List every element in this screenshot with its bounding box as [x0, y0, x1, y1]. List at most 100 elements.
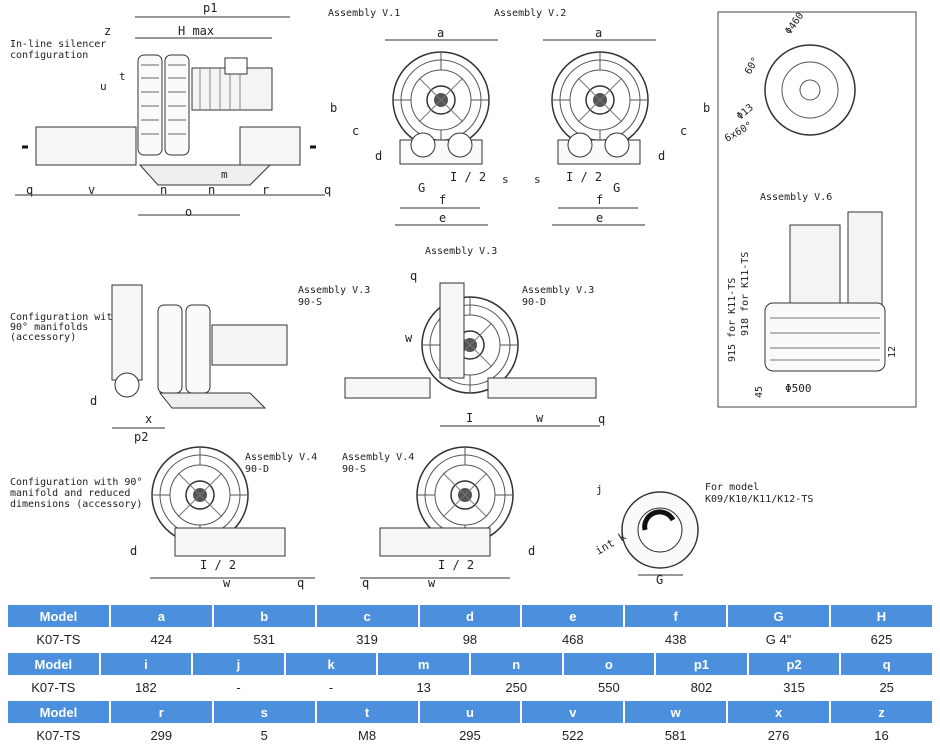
dim-6x60: 6x60° — [723, 120, 755, 145]
table-header-cell: m — [378, 653, 469, 675]
assembly-v2: Assembly V.2 a b c d s I / 2 G f e — [494, 8, 710, 226]
dim-d-v4d: d — [130, 544, 137, 558]
table-value-cell: 295 — [419, 723, 521, 747]
table-header-cell: u — [419, 701, 521, 723]
dim-w-v4s: w — [428, 576, 436, 590]
asm-v3-d: Assembly V.3 — [522, 285, 594, 296]
dim-p1: p1 — [203, 1, 217, 15]
dim-hmax: H max — [178, 24, 214, 38]
asm-v3-s90: 90-S — [298, 297, 322, 308]
table-value-cell: 802 — [656, 675, 747, 699]
flange-for-model: For model — [705, 482, 759, 493]
table-value-cell: 581 — [625, 723, 727, 747]
dim-s-v2: s — [534, 173, 541, 186]
dim-s-v1: s — [502, 173, 509, 186]
table-value-cell: 319 — [316, 627, 418, 651]
table-header-cell: H — [831, 605, 932, 627]
dim-q-right: q — [324, 183, 331, 197]
table-header-cell: i — [100, 653, 192, 675]
table-header-cell: p2 — [748, 653, 840, 675]
table-header-cell: z — [831, 701, 932, 723]
dim-918: 918 for K11-TS — [740, 252, 751, 336]
asm-v3-s: Assembly V.3 — [298, 285, 370, 296]
dim-I-v3: I — [466, 411, 473, 425]
dim-intk: int k — [593, 530, 629, 558]
cfg90-line1: Configuration with 90° — [10, 477, 142, 488]
dim-G-flange: G — [656, 573, 663, 587]
table-header-cell: j — [193, 653, 284, 675]
table-value-cell: 299 — [110, 723, 212, 747]
dim-f-v2: f — [596, 193, 603, 207]
table-value-cell: 522 — [522, 723, 624, 747]
dim-d-v2: d — [658, 149, 665, 163]
dim-w-v3-h: w — [536, 411, 544, 425]
dim-t: t — [119, 70, 126, 83]
cfg2-line2: 90° manifolds — [10, 322, 88, 333]
dim-u: u — [100, 80, 107, 93]
table-header-cell: Model — [8, 701, 109, 723]
dim-e-v1: e — [439, 211, 446, 225]
dim-915: 915 for K11-TS — [727, 278, 738, 362]
table-header-cell: w — [625, 701, 727, 723]
table-value-cell: - — [285, 675, 377, 699]
asm-v4-d90: 90-D — [245, 464, 269, 475]
table-value-cell: M8 — [316, 723, 418, 747]
cfg90-line2: manifold and reduced — [10, 488, 130, 499]
table-header-cell: k — [285, 653, 377, 675]
dim-o: o — [185, 205, 192, 219]
dim-f-v1: f — [439, 193, 446, 207]
dim-p2: p2 — [134, 430, 148, 444]
flange-models: K09/K10/K11/K12-TS — [705, 494, 813, 505]
dim-e-v2: e — [596, 211, 603, 225]
dim-n1: n — [160, 183, 167, 197]
table-value-cell: 5 — [213, 723, 315, 747]
table-header-cell: e — [522, 605, 624, 627]
inline-title: In-line silencer — [10, 39, 106, 50]
asm-v1-label: Assembly V.1 — [328, 8, 400, 19]
dim-I2-v4s: I / 2 — [438, 558, 474, 572]
table-value-cell: 16 — [831, 723, 932, 747]
asm-v3-top: Assembly V.3 — [425, 246, 497, 257]
dim-q-v4s: q — [362, 576, 369, 590]
table-header-cell: b — [213, 605, 315, 627]
table-header-cell: v — [522, 701, 624, 723]
flange-detail: j int k G For model K09/K10/K11/K12-TS — [593, 482, 813, 587]
cfg90-line3: dimensions (accessory) — [10, 499, 142, 510]
table-header-cell: G — [728, 605, 829, 627]
table-header-cell: a — [110, 605, 212, 627]
dim-q-v3: q — [410, 269, 417, 283]
dim-x: x — [145, 412, 152, 426]
manifold-config-view: Configuration with 2 90° manifolds (acce… — [10, 284, 288, 444]
asm-v2-label: Assembly V.2 — [494, 8, 566, 19]
table-header-cell: p1 — [656, 653, 747, 675]
table-value-cell: 550 — [563, 675, 655, 699]
dim-60deg: 60° — [743, 55, 762, 76]
dim-c-v2: c — [680, 124, 687, 138]
dim-r: r — [262, 183, 269, 197]
table-header-cell: n — [470, 653, 562, 675]
dim-I2-v4d: I / 2 — [200, 558, 236, 572]
table-header-cell: q — [841, 653, 932, 675]
table-header-cell: t — [316, 701, 418, 723]
table-header-cell: s — [213, 701, 315, 723]
table-header-cell: Model — [8, 605, 109, 627]
dim-w-v4d: w — [223, 576, 231, 590]
dim-z: z — [104, 24, 111, 38]
table-value-cell: 98 — [419, 627, 521, 651]
dim-dia460: Φ460 — [783, 11, 806, 37]
dim-I2-v2: I / 2 — [566, 170, 602, 184]
inline-title-2: configuration — [10, 50, 88, 61]
cfg2-line1: Configuration with 2 — [10, 312, 130, 323]
dim-q-v3-h: q — [598, 412, 605, 426]
reduced-config-label: Configuration with 90° manifold and redu… — [10, 477, 142, 510]
asm-v4-s-label: Assembly V.4 — [342, 452, 414, 463]
dim-d-cfg2: d — [90, 394, 97, 408]
table-value-cell: K07-TS — [8, 675, 99, 699]
dim-w-v3: w — [405, 331, 413, 345]
technical-drawing: In-line silencer configuration p1 z H ma… — [10, 1, 917, 590]
table-value-cell: 315 — [748, 675, 840, 699]
table-value-cell: 468 — [522, 627, 624, 651]
